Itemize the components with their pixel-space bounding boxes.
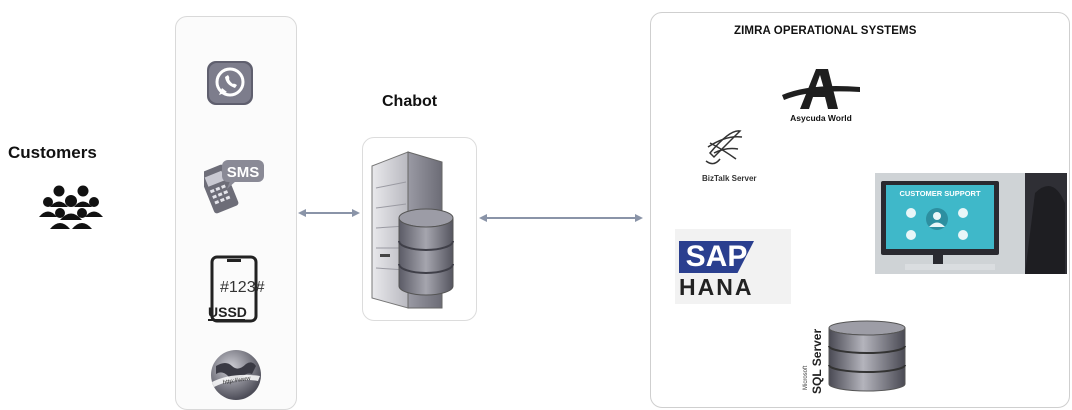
- globe-www-icon: http://www: [211, 350, 261, 400]
- svg-text:Microsoft: Microsoft: [803, 365, 809, 390]
- svg-text:http://www: http://www: [223, 376, 252, 386]
- systems-title: ZIMRA OPERATIONAL SYSTEMS: [734, 25, 917, 37]
- svg-text:USSD: USSD: [208, 304, 247, 320]
- customers-label: Customers: [8, 143, 97, 162]
- asycuda-logo-icon: Asycuda World: [782, 69, 860, 123]
- svg-text:CUSTOMER SUPPORT: CUSTOMER SUPPORT: [899, 189, 981, 198]
- biztalk-logo-icon: BizTalk Server: [702, 130, 757, 183]
- server-database-icon: [371, 151, 454, 309]
- svg-text:SMS: SMS: [227, 164, 260, 181]
- sap-hana-logo: SAP HANA: [675, 229, 791, 304]
- hana-label: HANA: [679, 274, 754, 300]
- svg-text:#123#: #123#: [220, 279, 265, 296]
- sms-phone-icon: SMS: [204, 160, 264, 214]
- users-group-icon: [39, 185, 103, 229]
- svg-text:BizTalk Server: BizTalk Server: [702, 174, 757, 183]
- chatbot-label: Chabot: [382, 93, 438, 110]
- svg-text:Asycuda World: Asycuda World: [790, 113, 852, 123]
- sql-database-icon: Microsoft SQL Server: [803, 320, 906, 394]
- sap-label: SAP: [679, 241, 754, 273]
- customer-support-photo-icon: CUSTOMER SUPPORT: [875, 173, 1067, 274]
- whatsapp-icon: [207, 61, 253, 105]
- ussd-phone-icon: #123# USSD: [208, 255, 265, 323]
- svg-text:SQL Server: SQL Server: [810, 329, 824, 394]
